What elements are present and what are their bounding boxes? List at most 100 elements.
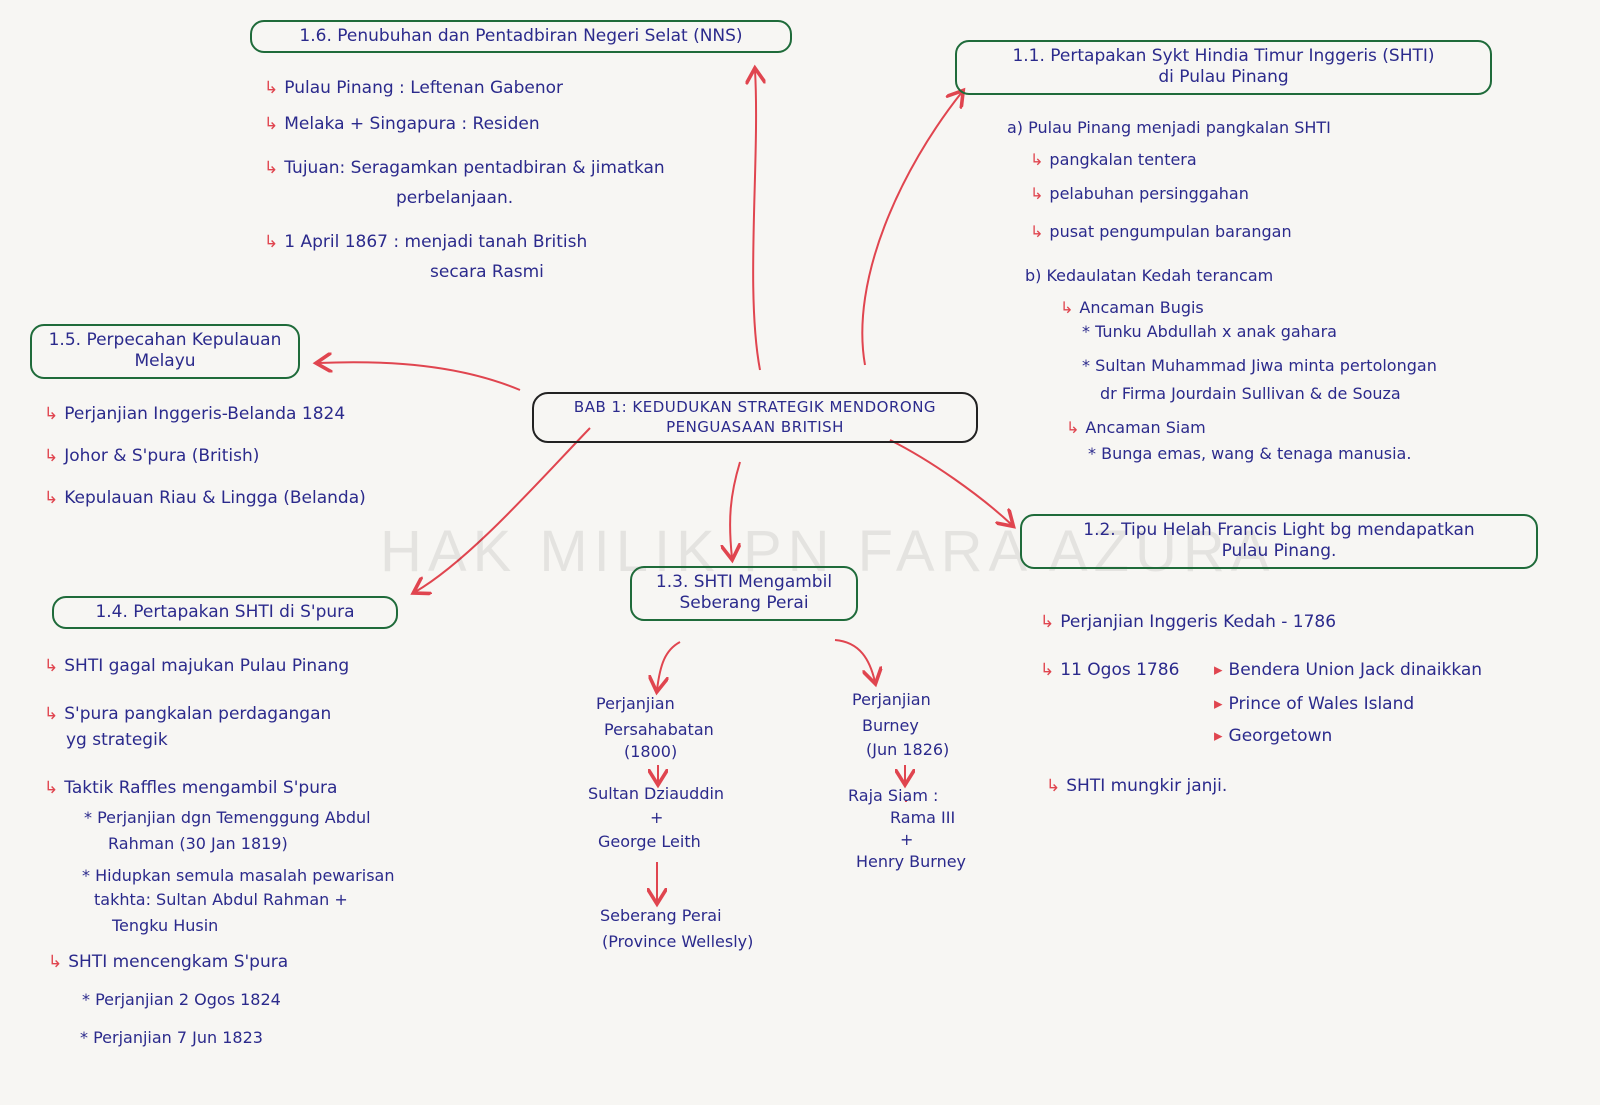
node-1-3-left-line: Perjanjian — [596, 694, 675, 713]
node-1-1-item-text: Ancaman Bugis — [1079, 298, 1204, 317]
node-1-1-item: a) Pulau Pinang menjadi pangkalan SHTI — [1007, 118, 1331, 137]
arrow-to-1-1 — [861, 92, 962, 366]
node-1-5-item: ↳Kepulauan Riau & Lingga (Belanda) — [44, 488, 366, 508]
node-1-1-item: * Tunku Abdullah x anak gahara — [1082, 322, 1337, 341]
arrow-to-1-2 — [889, 439, 1012, 525]
node-1-1-item: * Bunga emas, wang & tenaga manusia. — [1088, 444, 1412, 463]
node-1-4-item-text: SHTI mencengkam S'pura — [68, 952, 289, 972]
node-1-3-right-line: + — [900, 830, 914, 849]
node-1-5-title-line2: Melayu — [134, 351, 196, 372]
node-1-1-item-text: pusat pengumpulan barangan — [1049, 222, 1292, 241]
node-1-2-item: ↳Perjanjian Inggeris Kedah - 1786 — [1040, 612, 1336, 632]
arrow-to-1-6 — [753, 70, 760, 371]
arrow-bullet-icon: ↳ — [1040, 660, 1055, 680]
node-1-1-item: ↳ pusat pengumpulan barangan — [1030, 222, 1292, 241]
node-1-5-item-text: Perjanjian Inggeris-Belanda 1824 — [64, 404, 346, 424]
node-1-1-title: 1.1. Pertapakan Sykt Hindia Timur Ingger… — [955, 40, 1492, 95]
node-1-2-title-line2: Pulau Pinang. — [1221, 541, 1337, 562]
node-1-4-item: ↳S'pura pangkalan perdagangan — [44, 704, 331, 724]
node-1-1-item-text: pelabuhan persinggahan — [1049, 184, 1249, 203]
arrow-bullet-icon: ↳ — [44, 704, 59, 724]
node-1-4-subitem: * Perjanjian 2 Ogos 1824 — [82, 990, 281, 1009]
node-1-2-item-text: 11 Ogos 1786 — [1060, 660, 1180, 680]
node-1-5-item-text: Kepulauan Riau & Lingga (Belanda) — [64, 488, 366, 508]
node-1-3-title-line2: Seberang Perai — [679, 593, 809, 614]
arrow-bullet-icon: ↳ — [1030, 150, 1044, 169]
node-1-3-left-line: (Province Wellesly) — [602, 932, 754, 951]
node-1-4-subitem-cont: Rahman (30 Jan 1819) — [108, 834, 288, 853]
arrow-bullet-icon: ↳ — [1066, 418, 1080, 437]
node-1-3-right-line: Rama III — [890, 808, 956, 827]
node-1-4-item: ↳SHTI gagal majukan Pulau Pinang — [44, 656, 349, 676]
node-1-4-subitem: * Hidupkan semula masalah pewarisan — [82, 866, 395, 885]
triangle-bullet-icon: ▸ — [1214, 726, 1223, 746]
node-1-2-item-text: SHTI mungkir janji. — [1066, 776, 1228, 796]
node-1-4-item-text: SHTI gagal majukan Pulau Pinang — [64, 656, 350, 676]
node-1-4-title: 1.4. Pertapakan SHTI di S'pura — [52, 596, 398, 630]
arrow-bullet-icon: ↳ — [1046, 776, 1061, 796]
node-1-4-item: ↳SHTI mencengkam S'pura — [48, 952, 288, 972]
node-1-2-title: 1.2. Tipu Helah Francis Light bg mendapa… — [1020, 514, 1538, 569]
arrow-bullet-icon: ↳ — [1040, 612, 1055, 632]
node-1-5-item-text: Johor & S'pura (British) — [64, 446, 260, 466]
node-1-4-item: ↳Taktik Raffles mengambil S'pura — [44, 778, 337, 798]
arrow-bullet-icon: ↳ — [264, 232, 279, 252]
node-1-5-item: ↳Perjanjian Inggeris-Belanda 1824 — [44, 404, 345, 424]
node-1-3-left-line: (1800) — [624, 742, 678, 761]
node-1-6-item: ↳Pulau Pinang : Leftenan Gabenor — [264, 78, 563, 98]
arrow-bullet-icon: ↳ — [1060, 298, 1074, 317]
arrow-bullet-icon: ↳ — [44, 656, 59, 676]
arrow-bullet-icon: ↳ — [1030, 222, 1044, 241]
node-1-1-item: ↳ pangkalan tentera — [1030, 150, 1197, 169]
arrow-bullet-icon: ↳ — [264, 78, 279, 98]
node-1-1-item: ↳ pelabuhan persinggahan — [1030, 184, 1249, 203]
node-1-3-left-line: Sultan Dziauddin — [588, 784, 725, 803]
node-1-1-item-text: Ancaman Siam — [1085, 418, 1206, 437]
node-1-3-right-line: Perjanjian — [852, 690, 931, 709]
node-1-3-right-line: Henry Burney — [856, 852, 967, 871]
node-1-1-item: b) Kedaulatan Kedah terancam — [1025, 266, 1274, 285]
node-1-4-item-cont: yg strategik — [66, 730, 168, 750]
node-1-3-left-line: George Leith — [598, 832, 701, 851]
node-1-2-subitem-text: Bendera Union Jack dinaikkan — [1228, 660, 1483, 680]
node-1-5-title-line1: 1.5. Perpecahan Kepulauan — [48, 330, 282, 350]
node-1-2-subitem: ▸Prince of Wales Island — [1214, 694, 1414, 714]
node-1-2-subitem-text: Prince of Wales Island — [1228, 694, 1415, 714]
node-1-2-item: ↳11 Ogos 1786 — [1040, 660, 1179, 680]
node-1-2-subitem: ▸Bendera Union Jack dinaikkan — [1214, 660, 1482, 680]
node-1-1-item: ↳ Ancaman Bugis — [1060, 298, 1204, 317]
node-1-4-item-text: Taktik Raffles mengambil S'pura — [64, 778, 338, 798]
node-1-5-title: 1.5. Perpecahan Kepulauan Melayu — [30, 324, 300, 379]
node-1-3-left-line: Persahabatan — [604, 720, 714, 739]
node-1-6-title: 1.6. Penubuhan dan Pentadbiran Negeri Se… — [250, 20, 792, 54]
node-1-4-subitem: * Perjanjian dgn Temenggung Abdul — [84, 808, 371, 827]
node-1-6-item: ↳Melaka + Singapura : Residen — [264, 114, 540, 134]
node-1-2-item-text: Perjanjian Inggeris Kedah - 1786 — [1060, 612, 1337, 632]
arrow-bullet-icon: ↳ — [264, 158, 279, 178]
node-1-3-title-line1: 1.3. SHTI Mengambil — [655, 572, 833, 592]
arrow-1-3-left — [657, 641, 681, 690]
node-1-4-subitem-cont: Tengku Husin — [112, 916, 219, 935]
arrow-bullet-icon: ↳ — [44, 446, 59, 466]
arrow-bullet-icon: ↳ — [48, 952, 63, 972]
arrow-bullet-icon: ↳ — [1030, 184, 1044, 203]
node-1-4-subitem-cont: takhta: Sultan Abdul Rahman + — [94, 890, 348, 909]
arrow-bullet-icon: ↳ — [44, 404, 59, 424]
arrow-bullet-icon: ↳ — [44, 778, 59, 798]
triangle-bullet-icon: ▸ — [1214, 660, 1223, 680]
node-1-3-left-line: + — [650, 808, 664, 827]
arrow-to-1-5 — [318, 362, 521, 391]
node-1-2-item: ↳SHTI mungkir janji. — [1046, 776, 1227, 796]
node-1-1-item: ↳ Ancaman Siam — [1066, 418, 1206, 437]
node-1-5-item: ↳Johor & S'pura (British) — [44, 446, 259, 466]
node-1-3-right-line: (Jun 1826) — [866, 740, 950, 759]
node-1-6-item-cont: perbelanjaan. — [396, 188, 514, 208]
center-topic-line2: PENGUASAAN BRITISH — [666, 418, 844, 437]
node-1-1-title-line2: di Pulau Pinang — [1158, 67, 1289, 88]
node-1-2-title-line1: 1.2. Tipu Helah Francis Light bg mendapa… — [1083, 520, 1475, 540]
node-1-2-subitem-text: Georgetown — [1228, 726, 1333, 746]
node-1-3-left-line: Seberang Perai — [600, 906, 722, 925]
node-1-1-item-text: pangkalan tentera — [1049, 150, 1197, 169]
node-1-1-item: * Sultan Muhammad Jiwa minta pertolongan — [1082, 356, 1437, 375]
triangle-bullet-icon: ▸ — [1214, 694, 1223, 714]
